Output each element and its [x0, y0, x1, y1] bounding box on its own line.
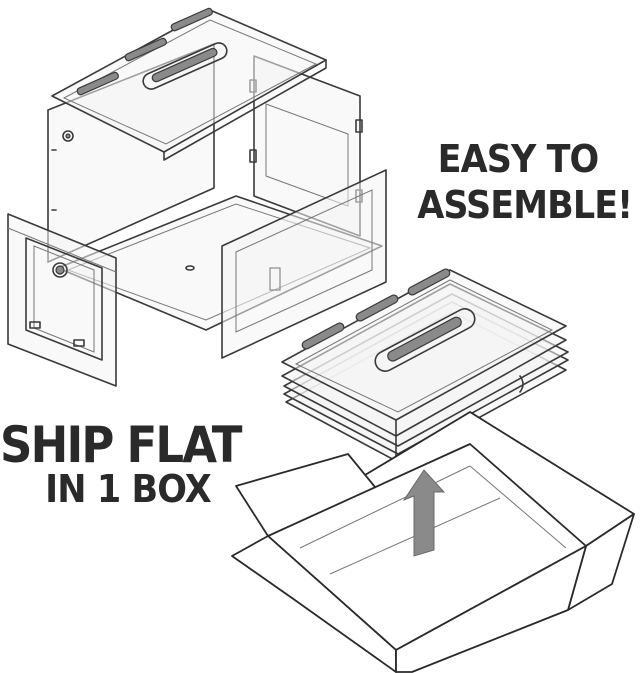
headline-easy-line1: EASY TO: [437, 137, 600, 181]
up-arrow-icon: [402, 469, 446, 557]
headline-ship-line2: IN 1 BOX: [45, 467, 212, 511]
flat-pack-stack: [281, 268, 569, 463]
headline-ship-line1: SHIP FLAT: [0, 416, 243, 474]
exploded-assembly: [7, 7, 387, 387]
side-panel-front: [221, 169, 387, 359]
front-door: [7, 213, 117, 387]
carton-front-right: [395, 545, 587, 673]
headline-easy-line2: ASSEMBLE!: [417, 183, 633, 227]
